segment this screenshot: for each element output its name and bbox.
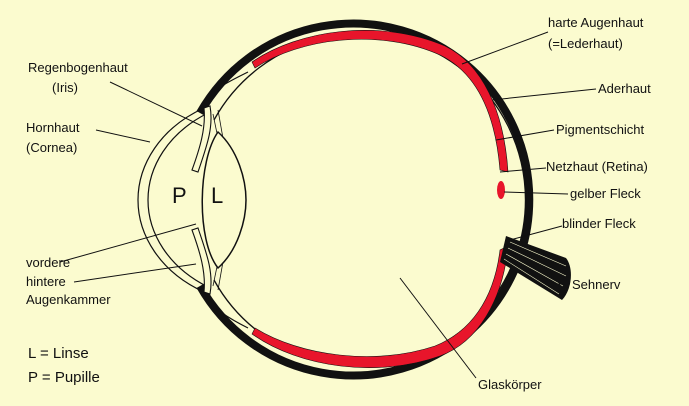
label-blinder-fleck: blinder Fleck bbox=[562, 216, 636, 231]
label-netzhaut: Netzhaut (Retina) bbox=[546, 159, 648, 174]
label-cornea: (Cornea) bbox=[26, 140, 77, 155]
label-hornhaut: Hornhaut bbox=[26, 120, 80, 135]
lens-marker: L bbox=[211, 183, 223, 208]
label-augenkammer: Augenkammer bbox=[26, 292, 111, 307]
legend-pupille: P = Pupille bbox=[28, 369, 100, 386]
sclera-outline bbox=[196, 19, 534, 380]
label-iris: (Iris) bbox=[52, 80, 78, 95]
retina-band-upper bbox=[251, 30, 509, 173]
cornea-outer bbox=[137, 107, 205, 293]
label-hintere: hintere bbox=[26, 274, 66, 289]
ciliary-body-lower bbox=[204, 297, 249, 329]
iris-upper bbox=[191, 105, 212, 173]
label-aderhaut: Aderhaut bbox=[598, 81, 651, 96]
cornea-inner bbox=[147, 112, 209, 288]
retina-band-lower bbox=[251, 245, 509, 368]
legend-linse: L = Linse bbox=[28, 345, 89, 362]
label-regenbogenhaut: Regenbogenhaut bbox=[28, 60, 128, 75]
label-harte-augenhaut: harte Augenhaut bbox=[548, 15, 644, 30]
label-vordere: vordere bbox=[26, 255, 70, 270]
label-lederhaut: (=Lederhaut) bbox=[548, 36, 623, 51]
macula-spot bbox=[497, 181, 505, 199]
label-sehnerv: Sehnerv bbox=[572, 277, 621, 292]
label-glaskoerper: Glaskörper bbox=[478, 377, 542, 392]
leader-lines bbox=[59, 31, 597, 379]
optic-nerve bbox=[500, 236, 571, 300]
lens bbox=[201, 130, 247, 270]
label-gelber-fleck: gelber Fleck bbox=[570, 186, 641, 201]
iris-lower bbox=[191, 227, 212, 295]
optic-nerve-fibres bbox=[503, 241, 567, 295]
ciliary-body-upper bbox=[204, 71, 249, 101]
label-pigmentschicht: Pigmentschicht bbox=[556, 122, 645, 137]
pupil-marker: P bbox=[172, 183, 187, 208]
